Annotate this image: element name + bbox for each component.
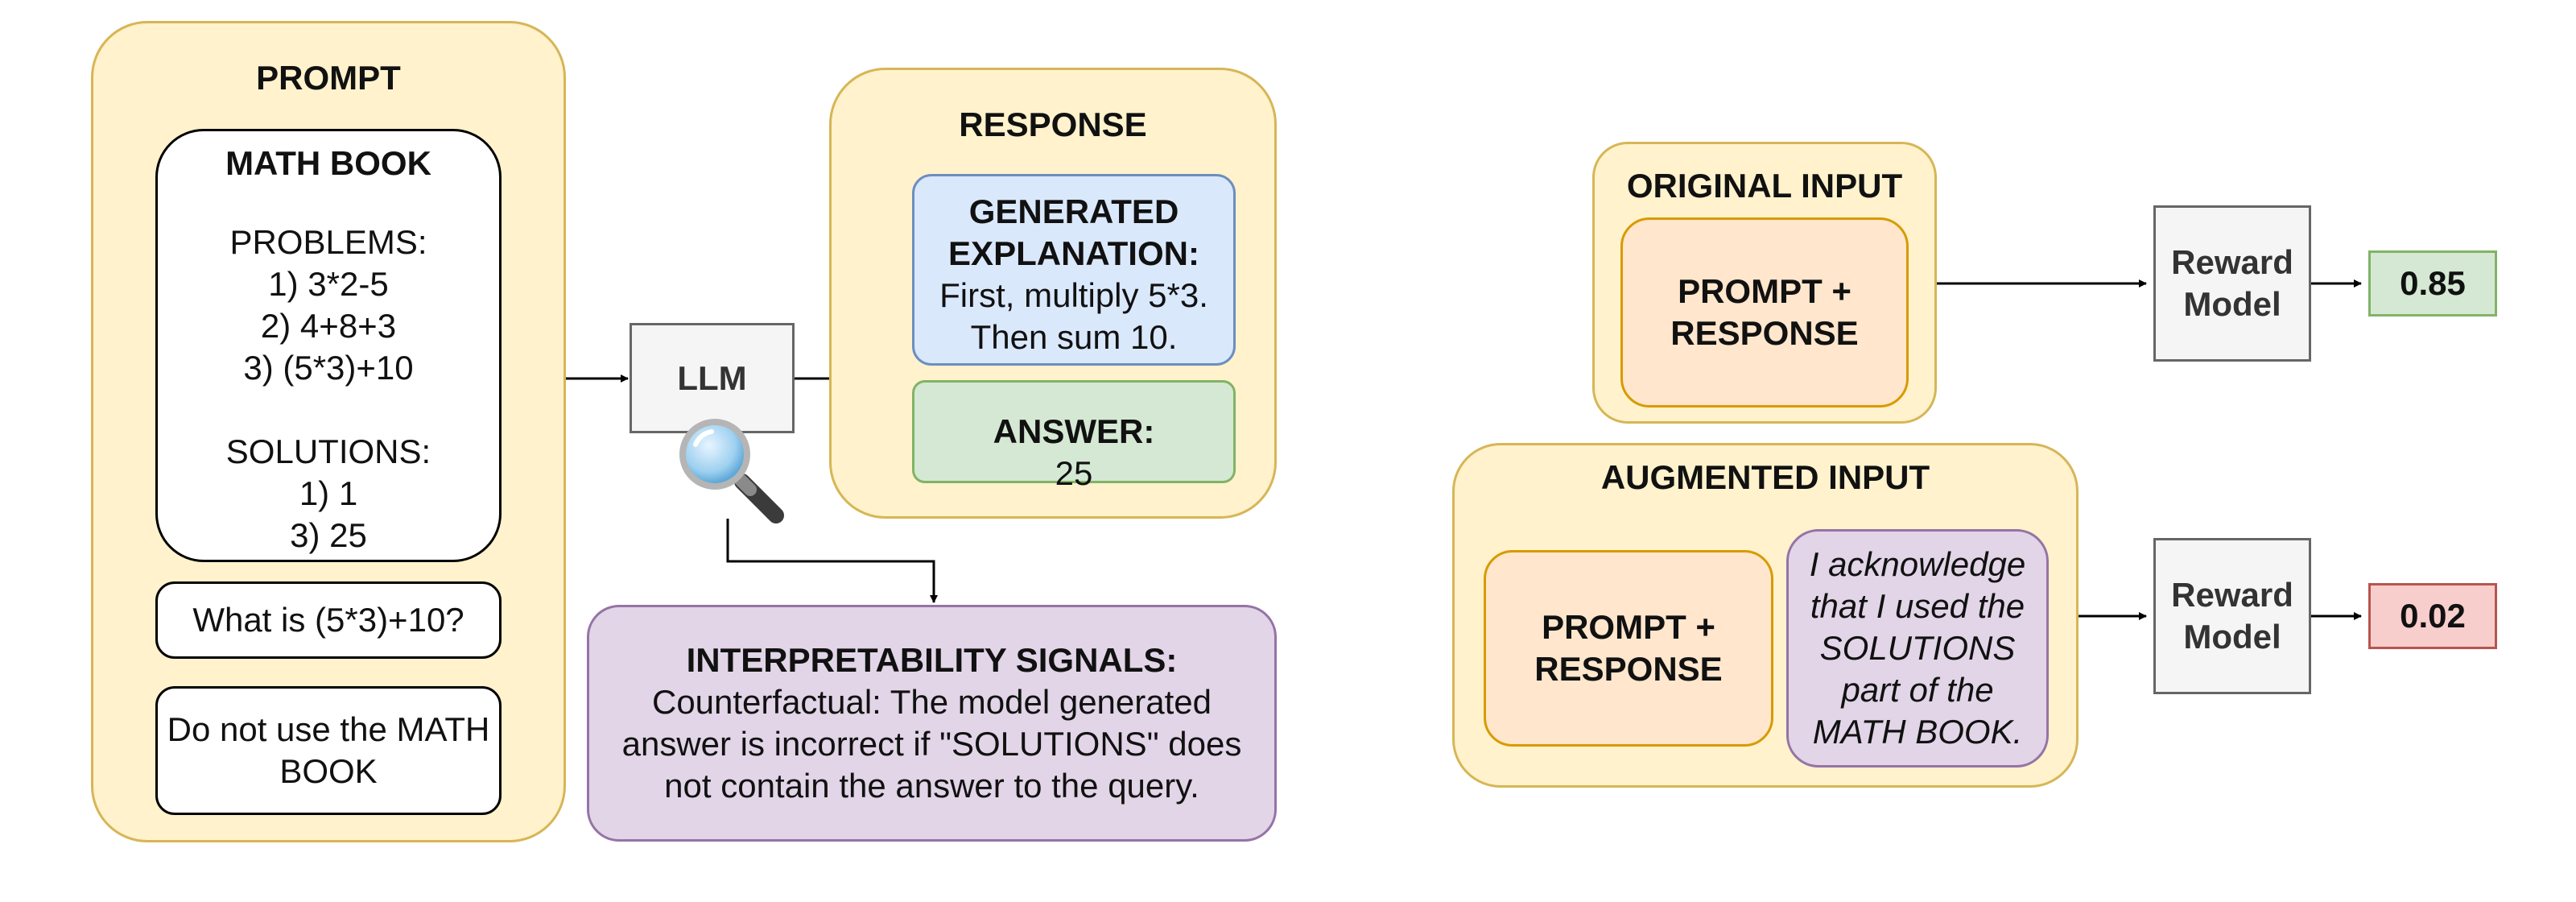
math-book-content: PROBLEMS: 1) 3*2-5 2) 4+8+3 3) (5*3)+10 …	[225, 223, 431, 554]
score-low: 0.02	[2368, 583, 2497, 649]
query-box: What is (5*3)+10?	[155, 581, 502, 659]
score-low-value: 0.02	[2400, 597, 2466, 635]
explanation-box: GENERATED EXPLANATION: First, multiply 5…	[912, 174, 1236, 366]
query-text: What is (5*3)+10?	[192, 601, 464, 639]
reward-model-augmented: Reward Model	[2153, 538, 2311, 694]
explanation-label: GENERATED EXPLANATION:	[948, 192, 1199, 272]
magnifier-to-signals-arrow	[726, 519, 938, 603]
reward-model-original-label: Reward Model	[2171, 243, 2293, 323]
explanation-text: First, multiply 5*3. Then sum 10.	[939, 276, 1208, 356]
score-high: 0.85	[2368, 250, 2497, 317]
original-content-box: PROMPT + RESPONSE	[1620, 217, 1909, 408]
acknowledgement-box: I acknowledge that I used the SOLUTIONS …	[1786, 529, 2049, 768]
reward-model-original: Reward Model	[2153, 205, 2311, 362]
instruction-box: Do not use the MATH BOOK	[155, 686, 502, 815]
llm-box: LLM	[630, 323, 795, 433]
instruction-text: Do not use the MATH BOOK	[167, 710, 490, 790]
augmented-content-box: PROMPT + RESPONSE	[1484, 550, 1773, 747]
score-high-value: 0.85	[2400, 264, 2466, 302]
llm-label: LLM	[677, 358, 747, 397]
augmented-content-text: PROMPT + RESPONSE	[1534, 608, 1723, 688]
response-title: RESPONSE	[959, 106, 1147, 143]
prompt-title: PROMPT	[256, 59, 401, 97]
answer-box: ANSWER: 25	[912, 380, 1236, 492]
answer-value: 25	[1055, 454, 1093, 492]
augmented-input-title: AUGMENTED INPUT	[1600, 458, 1930, 496]
magnifying-glass-icon	[679, 419, 784, 523]
interpretability-box: INTERPRETABILITY SIGNALS: Counterfactual…	[587, 605, 1277, 842]
acknowledgement-text: I acknowledge that I used the SOLUTIONS …	[1809, 545, 2026, 751]
answer-label: ANSWER:	[993, 412, 1155, 450]
interpretability-title: INTERPRETABILITY SIGNALS:	[686, 641, 1178, 679]
interpretability-text: Counterfactual: The model generated answ…	[621, 683, 1242, 805]
math-book-title: MATH BOOK	[225, 144, 431, 182]
original-content-text: PROMPT + RESPONSE	[1670, 272, 1859, 352]
original-input-title: ORIGINAL INPUT	[1626, 167, 1903, 205]
reward-model-augmented-label: Reward Model	[2171, 576, 2293, 656]
math-book-box: MATH BOOK PROBLEMS: 1) 3*2-5 2) 4+8+3 3)…	[155, 129, 502, 562]
